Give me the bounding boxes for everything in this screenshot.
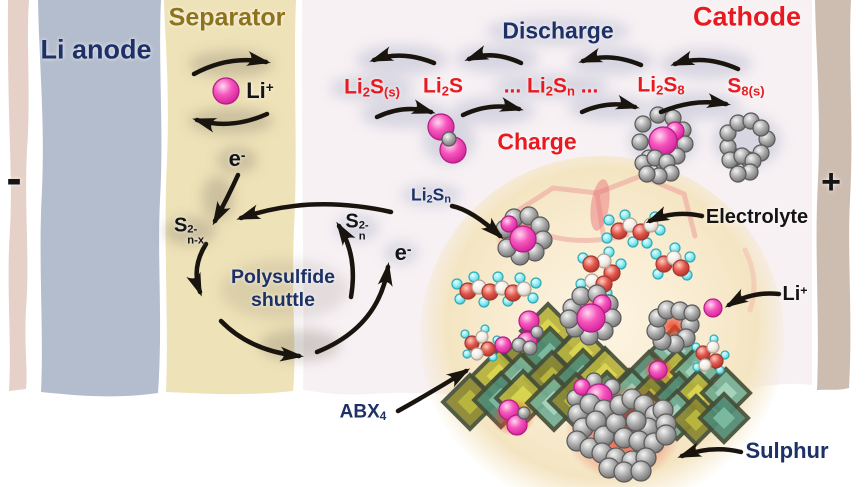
abx4-pointer-arrow	[395, 368, 471, 414]
li-ion-cathode	[703, 298, 723, 318]
sulphur-pointer-arrow	[677, 442, 744, 459]
species-li2s: Li2S	[423, 74, 463, 99]
discharge-arrow-4	[670, 50, 741, 72]
anode-label: Li anode	[40, 34, 152, 65]
shuttle-arc-right	[314, 262, 393, 355]
li2s-molecule-top	[427, 113, 467, 164]
left-current-collector	[5, 0, 29, 391]
plus-terminal-label: +	[821, 163, 841, 201]
electrolyte-pointer-arrow	[645, 206, 705, 224]
s-cluster-topright-b	[721, 147, 762, 183]
electrolyte-molecule-d	[650, 242, 696, 281]
li2sn-pointer-arrow	[449, 203, 504, 240]
s-cluster-topright-a	[634, 149, 680, 185]
li2s-pair-lattice	[498, 399, 531, 436]
shuttle-arc-left	[186, 241, 209, 297]
s8-ring-right	[646, 300, 701, 354]
li-ion-separator	[212, 77, 240, 105]
electrolyte-molecule-f	[691, 334, 730, 375]
electron-separator-label: e-	[228, 146, 246, 171]
lattice-tile	[697, 391, 751, 445]
shuttle-arc-bottom	[218, 318, 304, 362]
charge-arrow-1	[374, 99, 436, 120]
electrolyte-ring-b	[575, 246, 627, 299]
shuttle-line1: Polysulfide	[230, 266, 336, 288]
liion-back-arrow	[192, 111, 270, 133]
liion-separator-label: Li+	[246, 78, 274, 103]
polysulfide-shuttle-label: Polysulfide shuttle	[231, 266, 335, 312]
arrow-layer	[186, 45, 782, 459]
discharge-arrow-2	[464, 45, 524, 66]
charge-arrow-2	[460, 97, 524, 118]
li-ion-lattice-b	[648, 360, 668, 380]
right-current-collector	[815, 0, 852, 390]
electron-cathode-label: e-	[394, 240, 412, 265]
charge-arrow-3	[579, 94, 640, 115]
discharge-label: Discharge	[502, 17, 614, 44]
li2s-molecule-b	[511, 310, 544, 356]
molecule-layer	[212, 77, 776, 483]
li2sn-pointer-label: Li2Sn	[411, 184, 451, 206]
discharge-arrow-1	[369, 46, 437, 66]
li2s8-cluster-b	[559, 284, 622, 346]
cathode-label: Cathode	[693, 1, 801, 32]
minus-terminal-label: -	[6, 152, 22, 204]
liion-pointer-arrow	[724, 288, 782, 308]
separator-label: Separator	[168, 3, 286, 32]
charge-label: Charge	[497, 128, 577, 155]
liion-cathode-label: Li+	[782, 283, 808, 305]
abx4-label: ABX4	[339, 401, 387, 424]
sulphur-label: Sulphur	[745, 438, 829, 463]
li2sn-cluster-a	[495, 206, 553, 266]
liion-forward-arrow	[191, 51, 271, 77]
electron-separator-arrow	[212, 172, 241, 226]
sulphur-particle	[566, 388, 677, 483]
species-li2s8: Li2S8	[637, 73, 685, 98]
shuttle-line2: shuttle	[251, 289, 315, 311]
charge-arrow-4	[658, 93, 731, 115]
species-li2sn-dots: ... Li2Sn ...	[503, 74, 599, 99]
electrolyte-chain-c	[451, 271, 542, 308]
shuttle-arc-inner	[336, 221, 356, 300]
species-li2s-solid: Li2S(s)	[344, 75, 400, 100]
species-s8-solid: S8(s)	[727, 74, 765, 99]
discharge-arrow-3	[578, 47, 644, 68]
electrolyte-label: Electrolyte	[705, 206, 809, 228]
li-ion-lattice-a	[494, 336, 512, 354]
anode-region	[38, 0, 162, 397]
shuttle-arc-top	[236, 202, 394, 221]
